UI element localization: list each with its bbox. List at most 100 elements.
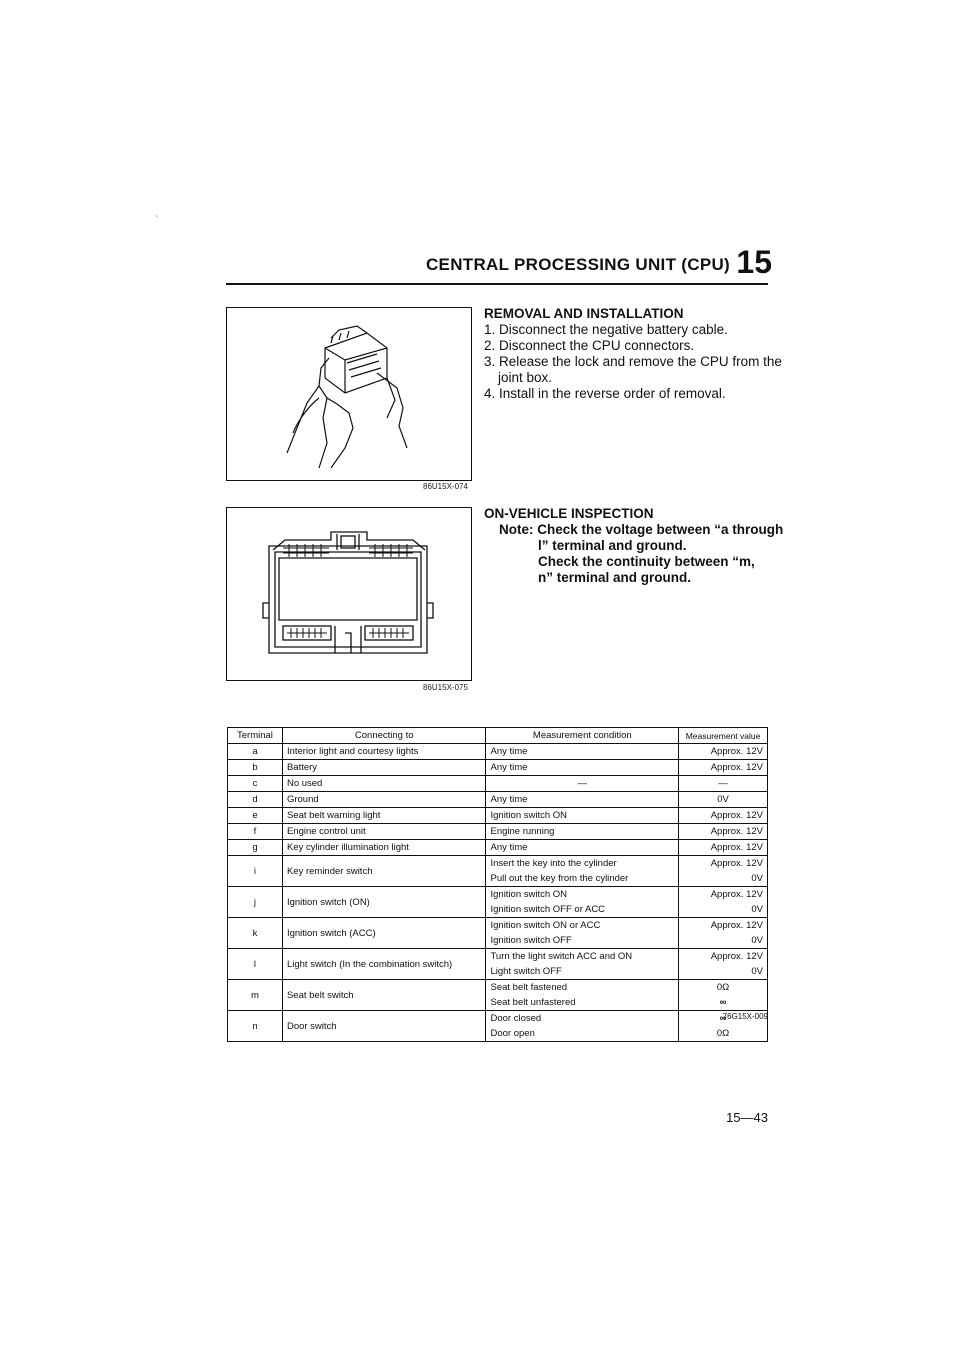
terminal-cell: e [227,807,283,824]
terminal-cell: m [227,979,283,1011]
inspection-note: Note: Check the voltage between “a throu… [484,522,784,586]
figure-code: 86U15X-074 [423,482,468,491]
connecting-cell: Key reminder switch [282,855,487,887]
table-row: j Ignition switch (ON) Ignition switch O… [227,886,768,918]
connecting-cell: Ignition switch (ON) [282,886,487,918]
table-row: Door open 0Ω [228,1026,768,1042]
page-header-title: CENTRAL PROCESSING UNIT (CPU) [425,255,730,274]
table-row: c No used — — [227,775,768,792]
terminal-cell: l [227,948,283,980]
value-cell: 0V [678,791,768,808]
condition-cell: Ignition switch OFF or ACC [485,902,680,918]
terminal-cell: d [227,791,283,808]
terminal-cell: b [227,759,283,776]
value-cell: Approx. 12V [678,855,768,871]
table-row: Seat belt unfastered ∞ [228,995,768,1011]
value-cell: ∞ [678,995,768,1011]
connecting-cell: Engine control unit [282,823,487,840]
table-row: a Interior light and courtesy lights Any… [227,743,768,760]
condition-cell: Turn the light switch ACC and ON [485,948,680,964]
condition-cell: Seat belt unfastered [485,995,680,1011]
value-cell: — [678,775,768,792]
condition-cell: Engine running [485,823,680,840]
column-header: Terminal [227,727,283,744]
value-cell: Approx. 12V [678,839,768,856]
condition-cell: Ignition switch ON or ACC [485,917,680,933]
connecting-cell: No used [282,775,487,792]
section-heading: REMOVAL AND INSTALLATION [484,306,684,321]
terminal-cell: a [227,743,283,760]
table-row: d Ground Any time 0V [227,791,768,808]
note-line: n” terminal and ground. [538,570,692,585]
terminal-cell: j [227,886,283,918]
condition-cell: Ignition switch OFF [485,933,680,949]
condition-cell: Pull out the key from the cylinder [485,871,680,887]
terminal-table: Terminal Connecting to Measurement condi… [227,727,768,1042]
connecting-cell: Key cylinder illumination light [282,839,487,856]
condition-cell: Any time [485,743,680,760]
table-row: f Engine control unit Engine running App… [227,823,768,840]
condition-cell: Ignition switch ON [485,886,680,902]
terminal-cell: g [227,839,283,856]
value-cell: Approx. 12V [678,807,768,824]
value-cell: 0V [678,902,768,918]
condition-cell: — [485,775,680,792]
table-row: b Battery Any time Approx. 12V [227,759,768,776]
figure-code: 86U15X-075 [423,683,468,692]
removal-installation-section: REMOVAL AND INSTALLATION 1. Disconnect t… [484,306,784,402]
table-row: m Seat belt switch Seat belt fastened 0Ω [227,979,768,1011]
condition-cell: Door closed [485,1010,680,1026]
inspection-section: ON-VEHICLE INSPECTION Note: Check the vo… [484,506,784,586]
value-cell: ∞ [678,1010,768,1026]
note-line: Note: Check the voltage between “a throu… [499,522,784,537]
condition-cell: Light switch OFF [485,964,680,980]
value-cell: 0Ω [678,1026,768,1042]
cpu-removal-illustration [226,307,472,481]
column-header: Connecting to [281,727,487,744]
terminal-cell: k [227,917,283,949]
value-cell: Approx. 12V [678,759,768,776]
condition-cell: Any time [485,839,680,856]
table-row: n Door switch Door closed ∞ [227,1010,768,1042]
stray-mark: ‘ [156,214,158,223]
value-cell: 0V [678,933,768,949]
table-row: l Light switch (In the combination switc… [227,948,768,980]
hands-removing-cpu-drawing [286,325,408,469]
condition-cell: Insert the key into the cylinder [485,855,680,871]
terminal-cell: i [227,855,283,887]
table-row: g Key cylinder illumination light Any ti… [227,839,768,856]
terminal-cell: c [227,775,283,792]
step-text: 3. Release the lock and remove the CPU f… [484,354,782,369]
table-code: 76G15X-009 [722,1012,768,1021]
connecting-cell: Ground [282,791,487,808]
table-row: k Ignition switch (ACC) Ignition switch … [227,917,768,949]
note-line: l” terminal and ground. [538,538,687,553]
condition-cell: Ignition switch ON [485,807,680,824]
column-header: Measurement value [678,727,768,744]
terminal-cell: f [227,823,283,840]
condition-cell: Seat belt fastened [485,979,680,995]
terminal-cell: n [227,1010,283,1042]
value-cell: Approx. 12V [678,886,768,902]
connecting-cell: Door switch [282,1010,487,1042]
condition-cell: Any time [485,791,680,808]
value-cell: Approx. 12V [678,917,768,933]
value-cell: Approx. 12V [678,743,768,760]
column-header: Measurement condition [485,727,680,744]
table-row: Ignition switch OFF 0V [228,933,768,949]
connecting-cell: Seat belt warning light [282,807,487,824]
table-row: i Key reminder switch Insert the key int… [227,855,768,887]
connecting-cell: Seat belt switch [282,979,487,1011]
value-cell: Approx. 12V [678,948,768,964]
step-text: 4. Install in the reverse order of remov… [484,386,726,401]
table-row: e Seat belt warning light Ignition switc… [227,807,768,824]
cpu-connector-drawing [262,531,434,654]
step-text: 2. Disconnect the CPU connectors. [484,338,695,353]
step-text: joint box. [498,370,553,385]
cpu-connector-illustration [226,507,472,681]
connecting-cell: Ignition switch (ACC) [282,917,487,949]
section-heading: ON-VEHICLE INSPECTION [484,506,654,521]
condition-cell: Door open [485,1026,680,1042]
condition-cell: Any time [485,759,680,776]
step-text: 1. Disconnect the negative battery cable… [484,322,728,337]
